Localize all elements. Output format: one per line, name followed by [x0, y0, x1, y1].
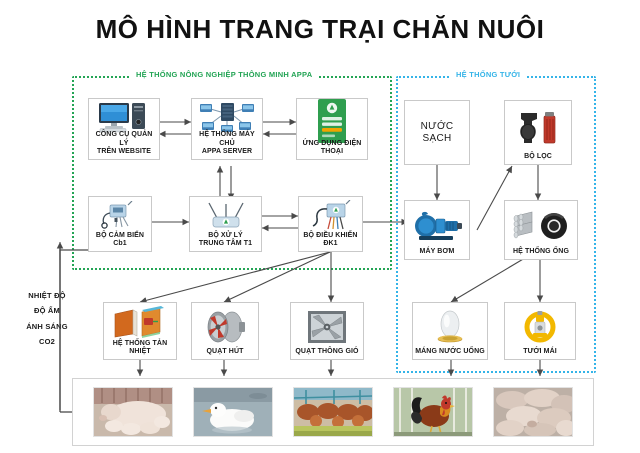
node-poultry-drinker[interactable]: MÁNG NƯỚC UỐNG	[412, 302, 488, 360]
sow-with-piglets-photo	[93, 387, 173, 437]
cattle-feeding-photo	[293, 387, 373, 437]
node-controller-dk1[interactable]: BỘ ĐIỀU KHIỂN ĐK1	[298, 196, 363, 252]
node-pipe-system-label: HỆ THỐNG ỐNG	[512, 247, 570, 255]
water-filter-icon	[507, 104, 569, 153]
sensor-parameters-legend: NHIỆT ĐỘ ĐỘ ẨM ÁNH SÁNG CO2	[18, 288, 76, 350]
sensor-parameter-item: ĐỘ ẨM	[34, 306, 60, 316]
node-pipe-system[interactable]: HỆ THỐNG ỐNG	[504, 200, 578, 260]
ventilation-fan-icon	[293, 306, 361, 348]
node-cooling-system-label: HỆ THỐNG TẢN NHIỆT	[112, 339, 168, 355]
node-clean-water-label: NƯỚC SẠCH	[420, 120, 454, 144]
node-poultry-drinker-label: MÁNG NƯỚC UỐNG	[415, 347, 485, 355]
sprinkler-icon	[507, 306, 573, 348]
desktop-computer-icon	[91, 102, 157, 132]
sensor-parameter-item: CO2	[38, 337, 56, 347]
pipe-system-icon	[507, 204, 575, 248]
poultry-drinker-icon	[415, 306, 485, 348]
node-roof-sprinkler[interactable]: TƯỚI MÁI	[504, 302, 576, 360]
node-cooling-system[interactable]: HỆ THỐNG TẢN NHIỆT	[103, 302, 177, 360]
group-irrigation-title: HỆ THỐNG TƯỚI	[450, 70, 527, 79]
node-sensor-cb1[interactable]: BỘ CẢM BIẾN Cb1	[88, 196, 152, 252]
group-irrigation-system: HỆ THỐNG TƯỚI	[396, 70, 596, 373]
control-box-icon	[301, 199, 360, 232]
rooster-photo	[393, 387, 473, 437]
mobile-app-icon	[299, 98, 365, 143]
sensor-parameter-item: NHIỆT ĐỘ	[28, 291, 66, 300]
node-clean-water[interactable]: NƯỚC SẠCH	[404, 100, 470, 165]
node-exhaust-fan-label: QUẠT HÚT	[206, 347, 244, 355]
pigs-herd-photo	[493, 387, 573, 437]
node-mobile-app-label: ỨNG DỤNG ĐIỆN THOẠI	[302, 139, 362, 155]
node-water-pump[interactable]: MÁY BƠM	[404, 200, 470, 260]
sensor-parameter-item: ÁNH SÁNG	[26, 321, 68, 331]
node-exhaust-fan[interactable]: QUẠT HÚT	[191, 302, 259, 360]
node-water-filter-label: BỘ LỌC	[524, 152, 552, 160]
node-sensor-cb1-label: BỘ CẢM BIẾN Cb1	[95, 231, 145, 247]
node-water-filter[interactable]: BỘ LỌC	[504, 100, 572, 165]
sensor-module-icon	[91, 200, 149, 232]
white-duck-photo	[193, 387, 273, 437]
node-water-pump-label: MÁY BƠM	[419, 247, 455, 255]
server-network-icon	[194, 102, 260, 132]
node-roof-sprinkler-label: TƯỚI MÁI	[523, 347, 557, 355]
cooling-pad-icon	[106, 305, 174, 340]
page-title: MÔ HÌNH TRANG TRẠI CHĂN NUÔI	[95, 14, 545, 44]
node-ventilation-fan[interactable]: QUẠT THÔNG GIÓ	[290, 302, 364, 360]
node-controller-dk1-label: BỘ ĐIỀU KHIỂN ĐK1	[303, 231, 358, 247]
group-appa-title: HỆ THỐNG NÔNG NGHIỆP THÔNG MINH APPA	[130, 70, 319, 79]
livestock-photo-strip	[72, 378, 594, 446]
water-pump-icon	[407, 204, 467, 248]
exhaust-fan-icon	[194, 306, 256, 348]
gateway-router-icon	[192, 200, 259, 232]
node-ventilation-fan-label: QUẠT THÔNG GIÓ	[295, 347, 359, 355]
node-mobile-app[interactable]: ỨNG DỤNG ĐIỆN THOẠI	[296, 98, 368, 160]
